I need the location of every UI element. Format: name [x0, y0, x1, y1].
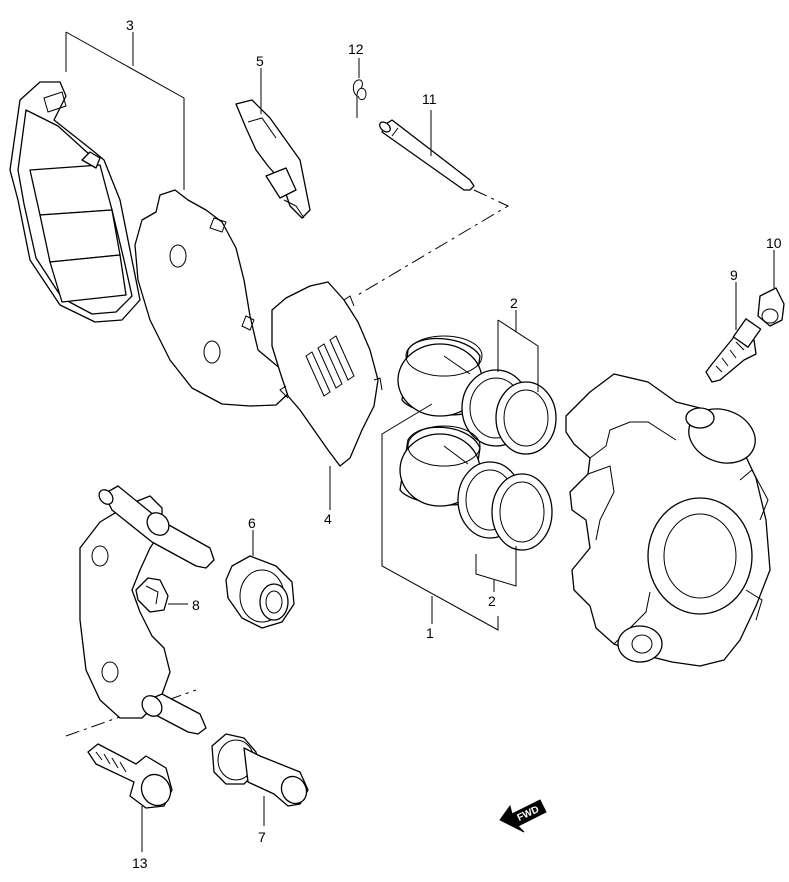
caliper-bracket	[79, 485, 215, 735]
callout-5: 5	[256, 53, 264, 69]
callout-2-upper: 2	[510, 295, 518, 311]
callout-2-lower: 2	[488, 593, 496, 609]
slide-pin-boot-lower	[211, 733, 309, 826]
callout-9: 9	[730, 267, 738, 283]
bleeder-cap	[757, 250, 785, 327]
callout-1-bracket	[381, 403, 499, 631]
brake-pad-set	[9, 81, 141, 323]
callout-13: 13	[132, 855, 148, 871]
callout-7: 7	[258, 829, 266, 845]
caliper-body	[565, 373, 771, 667]
callout-10: 10	[766, 235, 782, 251]
pad-retainer-clip	[235, 68, 311, 219]
piston-seal-upper	[461, 369, 557, 455]
pad-pin	[379, 110, 475, 191]
forward-direction-arrow: FWD	[499, 799, 547, 833]
alignment-line-pin	[355, 189, 510, 297]
callout-6: 6	[248, 515, 256, 531]
slide-pin-boot-upper	[225, 530, 295, 629]
r-clip	[352, 58, 367, 118]
callout-3-bracket	[65, 31, 185, 190]
pad-spring-shim	[271, 281, 383, 510]
piston-upper	[397, 335, 483, 417]
brake-pad-rear-plate	[134, 189, 291, 407]
mounting-bolt	[87, 743, 173, 852]
callout-2-lower-bracket	[475, 546, 517, 592]
callout-3: 3	[126, 17, 134, 33]
callout-11: 11	[422, 91, 437, 107]
callout-2-upper-bracket	[497, 310, 539, 392]
bracket-clip	[135, 577, 188, 613]
piston-seal-lower	[457, 461, 553, 551]
callout-1: 1	[426, 625, 434, 641]
bleeder-screw	[705, 282, 762, 383]
callout-8: 8	[192, 597, 200, 613]
alignment-line-bolt	[65, 689, 197, 737]
callout-4: 4	[324, 511, 332, 527]
callout-12: 12	[348, 41, 364, 57]
